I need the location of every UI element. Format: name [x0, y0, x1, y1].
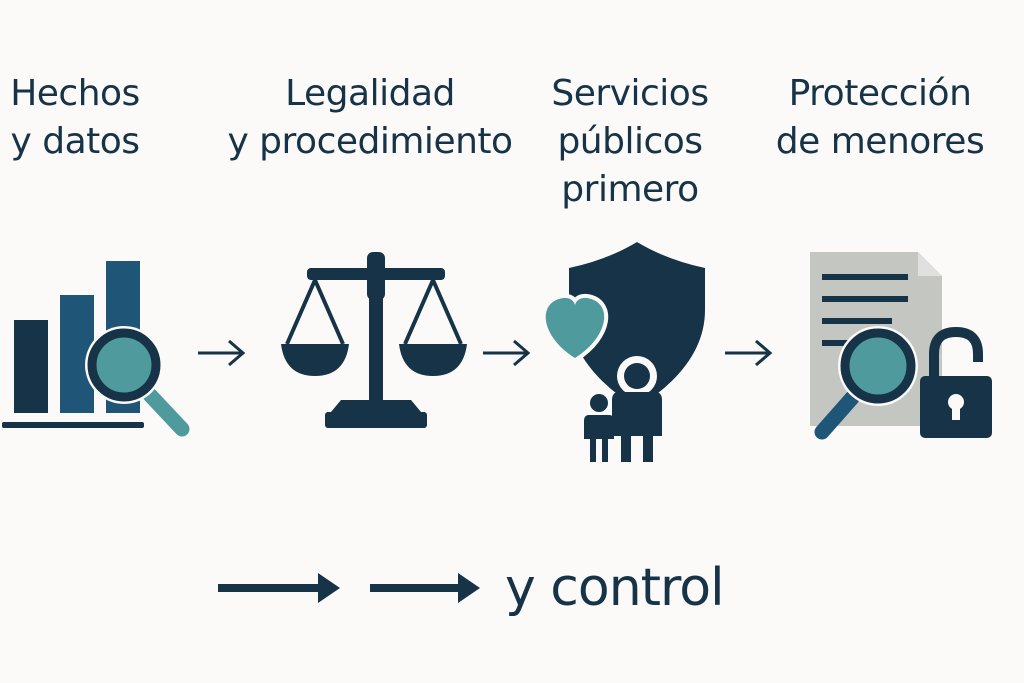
- title-line: Legalidad: [285, 73, 455, 114]
- step-title-servicios: Servicios públicos primero: [530, 70, 730, 214]
- title-line: y datos: [10, 121, 140, 162]
- arrow-right-icon: [198, 339, 246, 367]
- arrow-right-icon: [725, 339, 773, 367]
- step-title-proteccion: Protección de menores: [765, 70, 995, 166]
- footer-label: y control: [505, 558, 725, 618]
- step-title-legalidad: Legalidad y procedimiento: [215, 70, 525, 166]
- title-line: Protección: [788, 73, 972, 114]
- title-line: Servicios: [551, 73, 709, 114]
- shield-heart-family-icon: [541, 242, 705, 462]
- title-line: públicos: [557, 121, 703, 162]
- step-title-hechos: Hechos y datos: [0, 70, 150, 166]
- thick-arrow-right-icon: [218, 573, 340, 603]
- title-line: y procedimiento: [227, 121, 513, 162]
- title-line: de menores: [775, 121, 985, 162]
- document-magnifier-lock-icon: [810, 252, 992, 440]
- thick-arrow-right-icon: [370, 573, 480, 603]
- arrow-right-icon: [483, 339, 531, 367]
- scales-of-justice-icon: [281, 252, 467, 428]
- title-line: primero: [561, 169, 699, 210]
- title-line: Hechos: [10, 73, 140, 114]
- bar-chart-magnifier-icon: [2, 261, 190, 437]
